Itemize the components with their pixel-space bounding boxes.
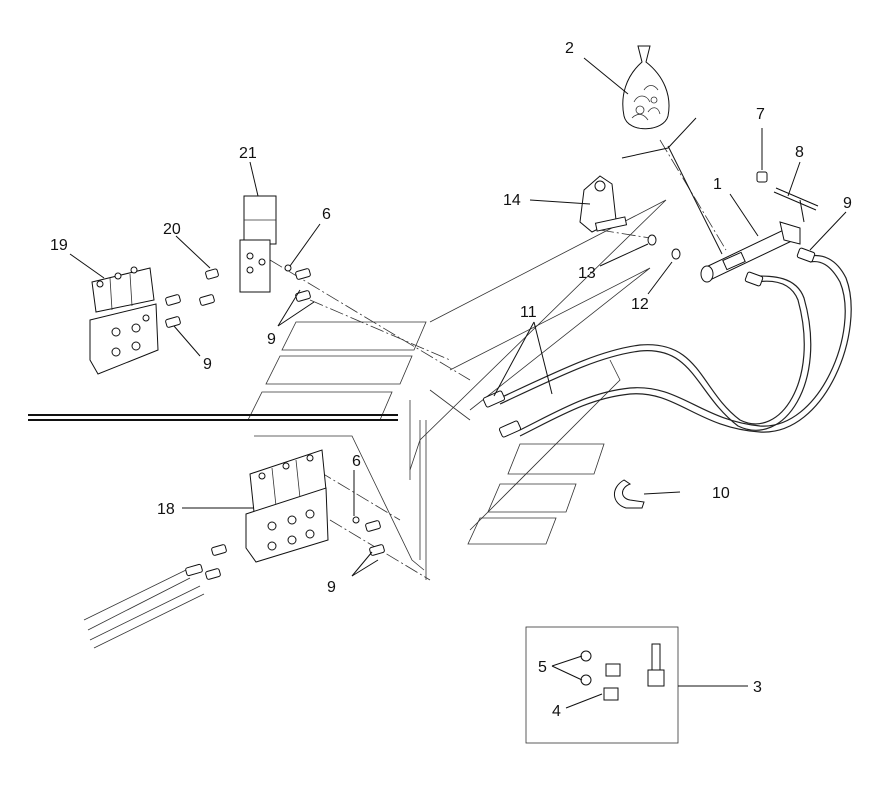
callout-2: 2 bbox=[565, 40, 574, 57]
bracket-part bbox=[579, 175, 681, 260]
callout-8: 8 bbox=[795, 144, 804, 161]
callout-5: 5 bbox=[538, 659, 547, 676]
alignment-lines bbox=[269, 139, 727, 581]
callout-13: 13 bbox=[578, 265, 596, 282]
pin-and-nut-parts bbox=[756, 171, 819, 223]
leader-lines bbox=[69, 57, 847, 709]
hardware-bag-part bbox=[621, 45, 697, 159]
solenoid-valve-part bbox=[239, 195, 311, 302]
callout-9-mid: 9 bbox=[267, 331, 276, 348]
callout-4: 4 bbox=[552, 703, 561, 720]
callout-7: 7 bbox=[756, 106, 765, 123]
callout-21: 21 bbox=[239, 145, 257, 162]
hydraulic-hoses bbox=[482, 247, 852, 438]
callout-10: 10 bbox=[712, 485, 730, 502]
callout-9-left: 9 bbox=[203, 356, 212, 373]
callout-9-right: 9 bbox=[843, 195, 852, 212]
callout-11: 11 bbox=[520, 304, 537, 321]
callout-1: 1 bbox=[713, 176, 722, 193]
hose-clamp-part bbox=[614, 479, 645, 509]
callout-12: 12 bbox=[631, 296, 649, 313]
callout-labels: 2 7 8 1 9 14 13 12 11 10 21 6 20 19 9 9 … bbox=[50, 40, 852, 720]
callout-6-top: 6 bbox=[322, 206, 331, 223]
hydraulic-cylinder-part bbox=[667, 145, 801, 283]
callout-18: 18 bbox=[157, 501, 175, 518]
kit-box bbox=[525, 626, 679, 744]
callout-14: 14 bbox=[503, 192, 521, 209]
callout-20: 20 bbox=[163, 221, 181, 238]
callout-19: 19 bbox=[50, 237, 68, 254]
callout-9-bottom: 9 bbox=[327, 579, 336, 596]
valve-block-19-part bbox=[89, 266, 219, 375]
valve-block-18-part bbox=[83, 449, 385, 649]
callout-3: 3 bbox=[753, 679, 762, 696]
frame-bar bbox=[28, 414, 398, 421]
callout-6-bottom: 6 bbox=[352, 453, 361, 470]
background-panels bbox=[247, 199, 667, 580]
